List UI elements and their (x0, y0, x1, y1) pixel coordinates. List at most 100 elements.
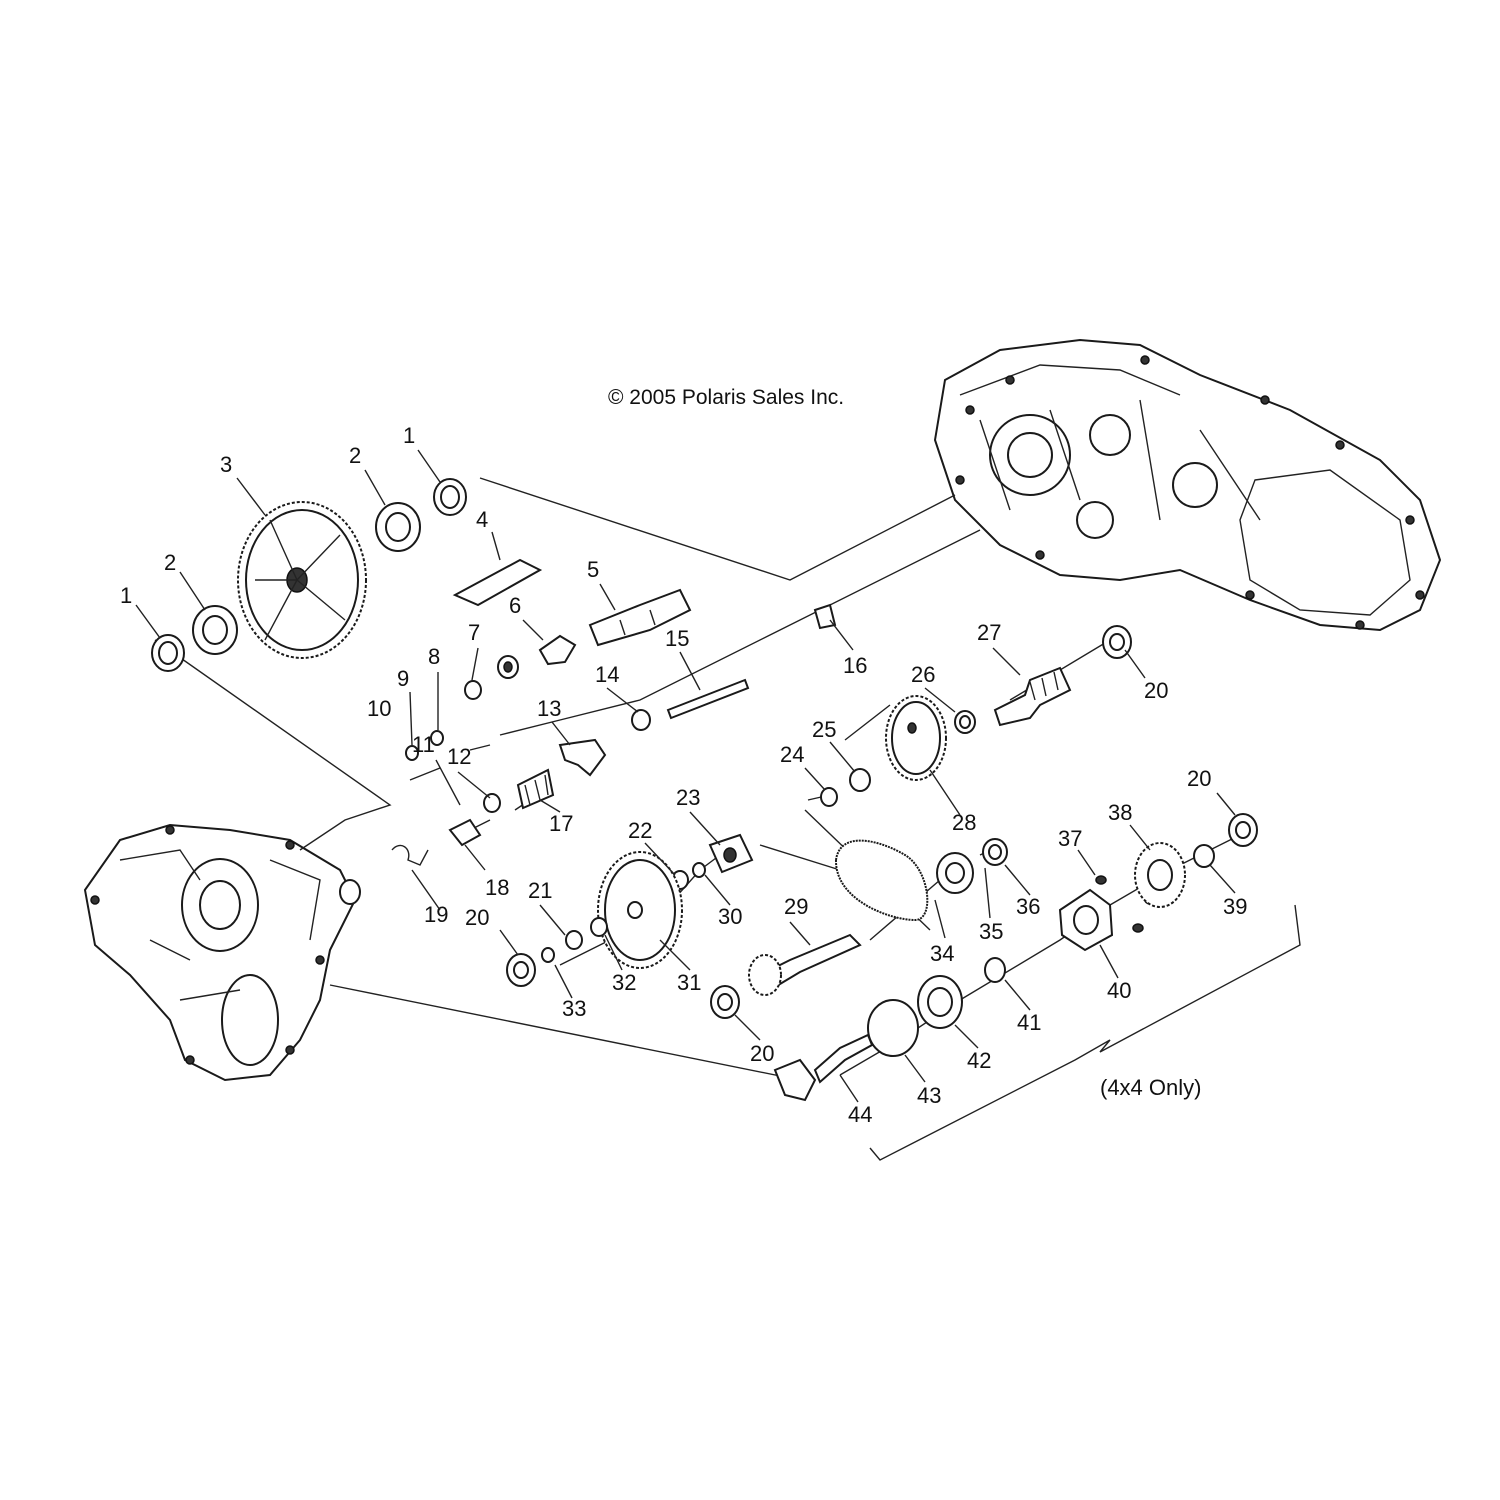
plate-40 (1058, 888, 1114, 952)
shaft-27 (993, 666, 1072, 727)
part-label: 22 (628, 818, 652, 843)
part-label: 3 (220, 452, 232, 477)
shaft-15 (666, 678, 750, 720)
part-label: 17 (549, 811, 573, 836)
chain-34 (834, 839, 929, 922)
bearing-20-c (710, 985, 740, 1019)
bracket-4 (452, 558, 543, 607)
part-label: 39 (1223, 894, 1247, 919)
seal-1-lower (151, 634, 185, 672)
part-label: 34 (930, 941, 954, 966)
part-label: 2 (349, 443, 361, 468)
large-gear-3 (237, 501, 367, 659)
washer-12 (483, 793, 501, 813)
part-label: 42 (967, 1048, 991, 1073)
bearing-32 (590, 917, 608, 937)
washer-33 (541, 947, 555, 963)
part-label: 7 (468, 620, 480, 645)
part-label: 10 (367, 696, 391, 721)
part-label: 44 (848, 1102, 872, 1127)
part-label: 8 (428, 644, 440, 669)
part-label: 33 (562, 996, 586, 1021)
bearing-2-lower (192, 605, 238, 655)
ring-39 (1193, 844, 1215, 868)
bearing-2-upper (375, 502, 421, 552)
part-label: 1 (120, 583, 132, 608)
ring-10 (405, 745, 419, 761)
part-label: 6 (509, 593, 521, 618)
spring-19 (391, 844, 429, 866)
nut-7 (497, 655, 519, 679)
four-by-four-note: (4x4 Only) (1100, 1075, 1201, 1100)
part-label: 4 (476, 507, 488, 532)
shaft-29 (748, 933, 862, 996)
case-cover-right (933, 338, 1442, 632)
seal-1-upper (433, 478, 467, 516)
bearing-26 (954, 710, 976, 734)
part-label: 20 (750, 1041, 774, 1066)
ring-41 (984, 957, 1006, 983)
case-housing-left (83, 823, 361, 1082)
part-label: 23 (676, 785, 700, 810)
label-leaders (135, 449, 1236, 1103)
part-label: 32 (612, 970, 636, 995)
part-label: 29 (784, 894, 808, 919)
copyright-text: © 2005 Polaris Sales Inc. (608, 386, 844, 409)
part-label: 15 (665, 626, 689, 651)
washer-21 (565, 930, 583, 950)
part-label: 36 (1016, 894, 1040, 919)
part-label: 31 (677, 970, 701, 995)
part-16 (813, 603, 837, 630)
bearing-42 (917, 975, 963, 1029)
ring-30 (692, 862, 706, 878)
part-label: 20 (465, 905, 489, 930)
part-label: 25 (812, 717, 836, 742)
bushing-14 (631, 709, 651, 731)
part-label: 2 (164, 550, 176, 575)
ring-24 (820, 787, 838, 807)
washer-25 (849, 768, 871, 792)
part-label: 27 (977, 620, 1001, 645)
part-label: 20 (1187, 766, 1211, 791)
part-label: 20 (1144, 678, 1168, 703)
washer-8 (464, 680, 482, 700)
seal-36 (982, 838, 1008, 866)
bearing-35 (936, 852, 974, 894)
part-label: 12 (447, 744, 471, 769)
part-label: 30 (718, 904, 742, 929)
hub-23 (708, 833, 754, 874)
part-label: 11 (412, 732, 435, 757)
spring-17 (516, 768, 555, 810)
part-label: 5 (587, 557, 599, 582)
part-label: 13 (537, 696, 561, 721)
bearing-20-d (1228, 813, 1258, 847)
part-label: 40 (1107, 978, 1131, 1003)
part-label: 19 (424, 902, 448, 927)
part-label: 38 (1108, 800, 1132, 825)
part-label: 43 (917, 1083, 941, 1108)
part-label: 1 (403, 423, 415, 448)
part-18 (448, 818, 482, 847)
part-label: 9 (397, 666, 409, 691)
four-by-four-bracket (869, 904, 1301, 1161)
gear-38 (1134, 842, 1186, 908)
gear-28 (885, 695, 947, 781)
part-label: 16 (843, 653, 867, 678)
part-label: 28 (952, 810, 976, 835)
part-label: 41 (1017, 1010, 1041, 1035)
plate-6 (538, 634, 577, 666)
shift-drum-5 (588, 588, 692, 647)
pinion-44 (773, 1033, 874, 1102)
fork-13 (558, 738, 607, 777)
part-labels: 1 2 3 2 1 4 5 6 7 8 9 10 11 12 13 14 15 … (120, 423, 1247, 1127)
o-ring-43 (867, 999, 919, 1057)
part-label: 37 (1058, 826, 1082, 851)
part-label: 14 (595, 662, 619, 687)
bearing-20-b (506, 953, 536, 987)
part-label: 18 (485, 875, 509, 900)
part-label: 24 (780, 742, 804, 767)
part-label: 21 (528, 878, 552, 903)
bearing-20-a (1102, 625, 1132, 659)
ring-9 (430, 730, 444, 746)
